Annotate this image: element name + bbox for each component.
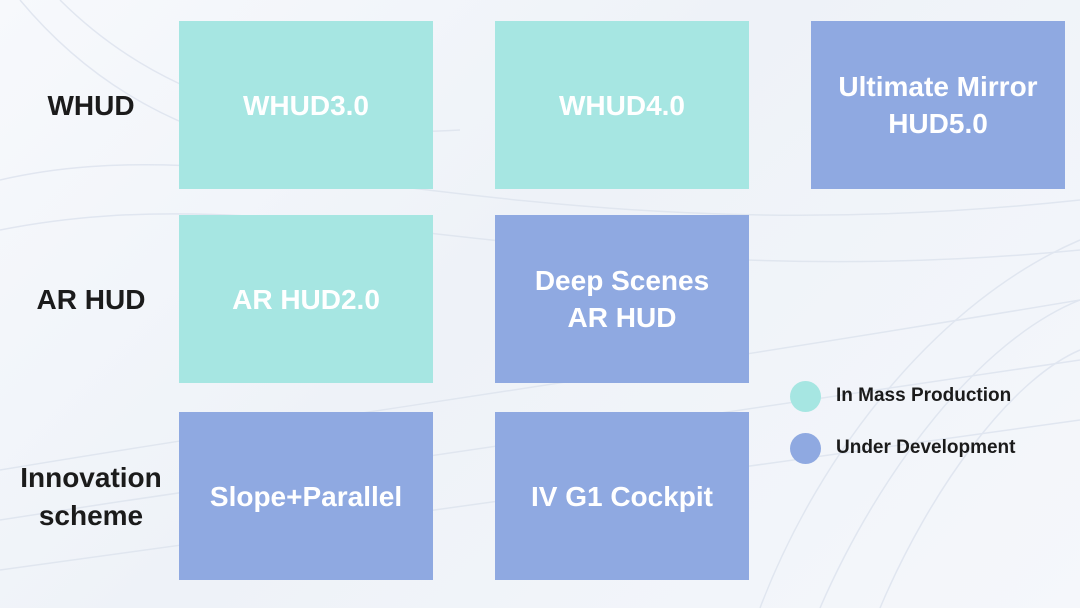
legend-mass-production: In Mass Production: [790, 380, 1011, 412]
box-label: IV G1 Cockpit: [530, 480, 714, 512]
legend-under-development: Under Development: [790, 432, 1015, 464]
legend-dot-under-development: [790, 432, 821, 464]
box-label-line: Deep Scenes: [534, 265, 710, 296]
box-whud4: WHUD4.0: [495, 21, 749, 189]
box-deep-scenes-ar-hud: Deep Scenes AR HUD: [495, 215, 749, 383]
legend-label: In Mass Production: [836, 385, 1012, 406]
row-label-line: Innovation: [20, 462, 162, 493]
box-label: WHUD3.0: [242, 89, 369, 121]
box-whud3: WHUD3.0: [179, 21, 433, 189]
box-label-line: AR HUD: [567, 302, 677, 333]
box-slope-parallel: Slope+Parallel: [179, 412, 433, 580]
box-iv-g1-cockpit: IV G1 Cockpit: [495, 412, 749, 580]
box-label: WHUD4.0: [558, 89, 685, 121]
box-ultimate-mirror-hud5: Ultimate Mirror HUD5.0: [811, 21, 1065, 189]
box-label-line: HUD5.0: [888, 108, 988, 139]
box-label-line: Ultimate Mirror: [838, 71, 1038, 102]
legend-label: Under Development: [836, 437, 1016, 458]
row-label-ar-hud: AR HUD: [36, 284, 146, 315]
row-label-innovation-scheme: Innovation scheme: [0, 459, 182, 535]
box-label: Slope+Parallel: [209, 480, 403, 512]
legend-dot-mass-production: [790, 380, 821, 412]
row-label-line: scheme: [38, 500, 144, 531]
box-ar-hud2: AR HUD2.0: [179, 215, 433, 383]
row-label-whud: WHUD: [47, 90, 135, 121]
box-label: AR HUD2.0: [232, 283, 380, 315]
